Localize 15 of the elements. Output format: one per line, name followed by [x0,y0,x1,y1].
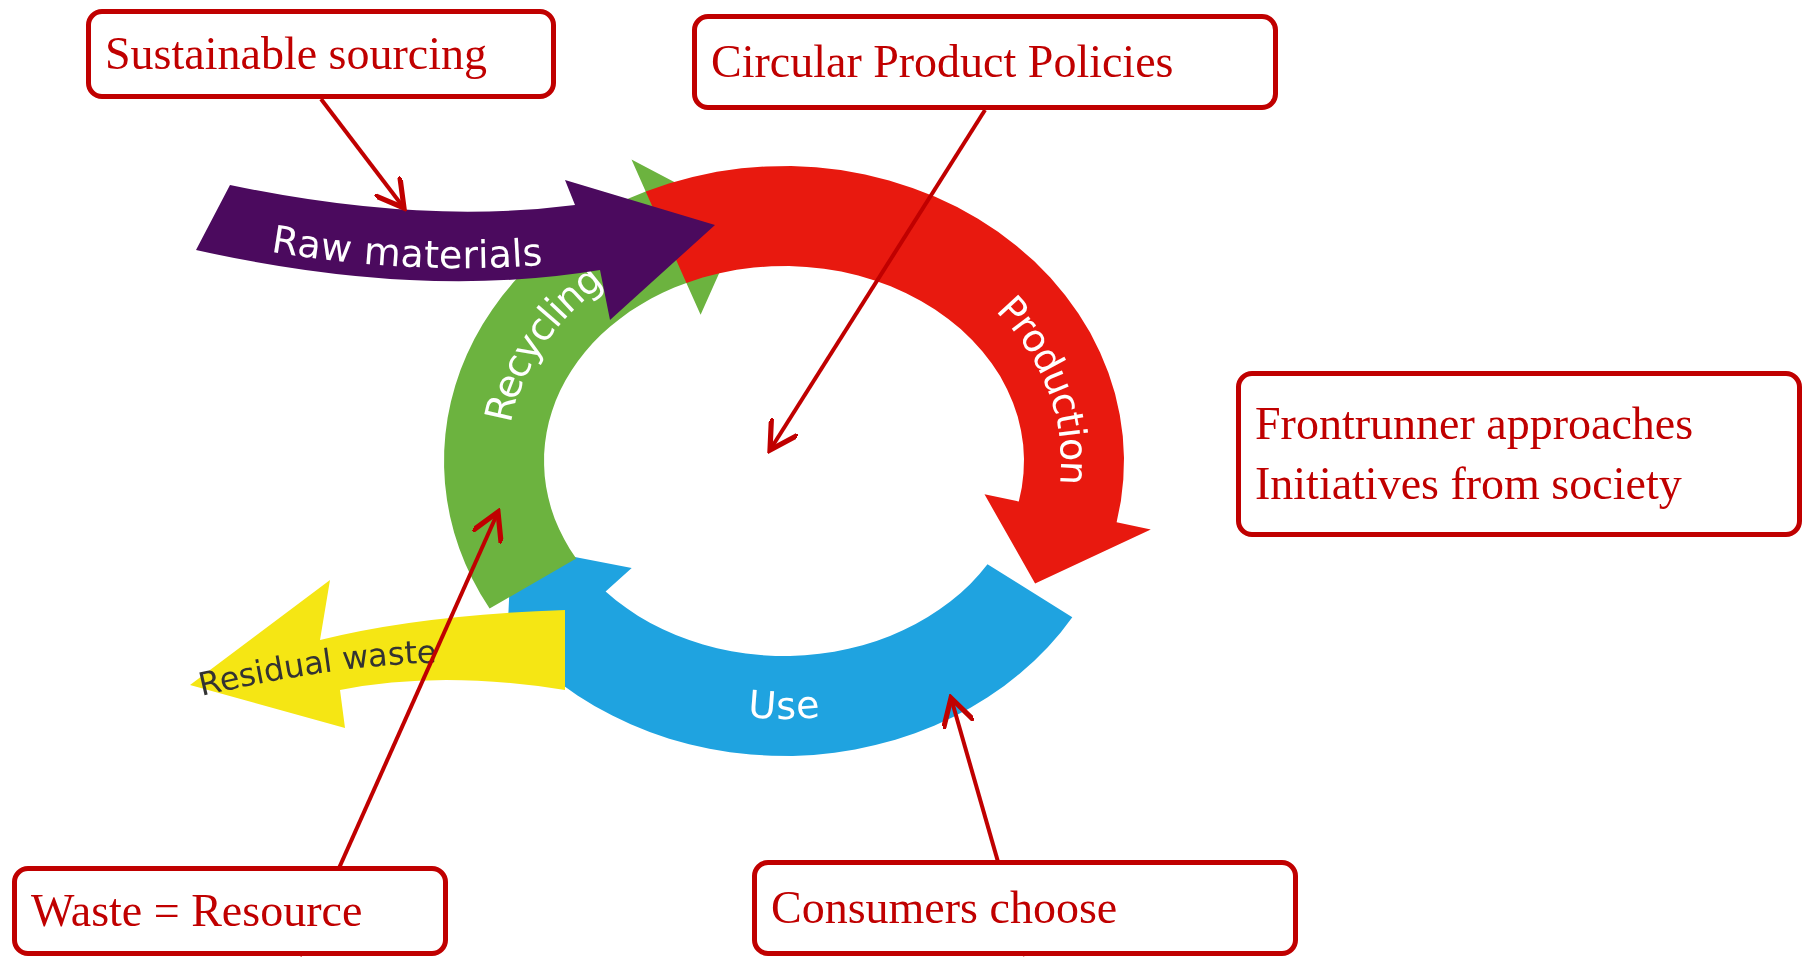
callout-text: Waste = Resource [31,884,364,939]
callout-text: Circular Product Policies [711,35,1175,90]
callout-box [752,860,1298,956]
arrow-label: Raw materials [269,217,544,278]
callout-box [1236,371,1802,537]
callout-box [692,14,1278,110]
leader-arrow [767,108,987,453]
callout-box [86,9,556,99]
callout-text: Frontrunner approaches [1255,397,1695,452]
arrow-label: Use [746,682,822,729]
leader-arrow [319,97,407,211]
callout-text: Initiatives from society [1255,457,1683,511]
callout-text: Sustainable sourcing [105,27,488,82]
callout-box [12,866,448,956]
callout-text: Consumers choose [771,881,1119,936]
